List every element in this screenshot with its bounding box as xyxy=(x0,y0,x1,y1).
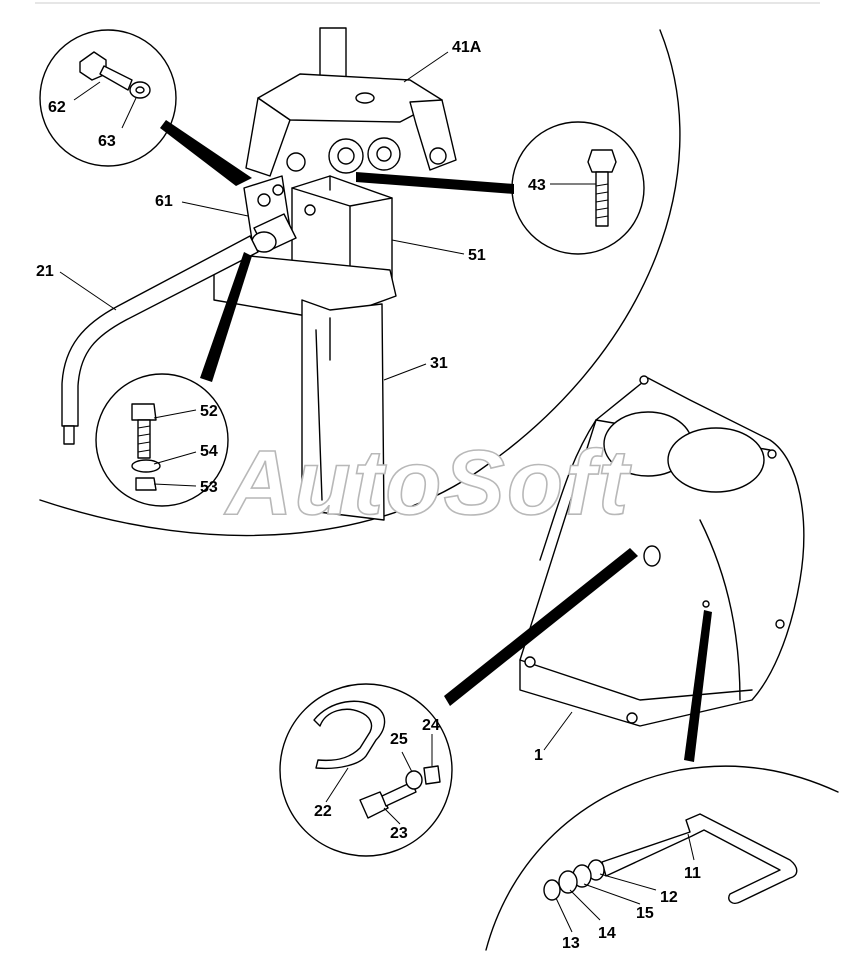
detail-u-bolt-11-15 xyxy=(485,610,839,951)
label-14: 14 xyxy=(598,925,616,942)
leader-lines xyxy=(59,51,695,933)
part-labels: 41A 62 63 43 61 51 21 31 52 54 53 1 25 2… xyxy=(36,39,701,952)
steering-column-assembly xyxy=(61,27,457,521)
detail-clamp-22-25 xyxy=(279,548,638,857)
housing-1 xyxy=(519,375,805,727)
label-11: 11 xyxy=(684,865,701,882)
label-43: 43 xyxy=(528,177,546,194)
detail-bolt-43 xyxy=(356,121,645,255)
label-15: 15 xyxy=(636,905,654,922)
label-54: 54 xyxy=(200,443,218,460)
label-62: 62 xyxy=(48,99,66,116)
detail-bolt-washer-nut-52-54-53 xyxy=(95,252,252,507)
label-13: 13 xyxy=(562,935,580,952)
label-53: 53 xyxy=(200,479,218,496)
label-1: 1 xyxy=(534,747,543,764)
label-25: 25 xyxy=(390,731,408,748)
label-52: 52 xyxy=(200,403,218,420)
watermark: AutoSoft xyxy=(224,432,632,534)
assembly-boundary-arc xyxy=(39,29,681,537)
label-23: 23 xyxy=(390,825,408,842)
label-12: 12 xyxy=(660,889,678,906)
label-63: 63 xyxy=(98,133,116,150)
label-24: 24 xyxy=(422,717,440,734)
label-51: 51 xyxy=(468,247,486,264)
detail-bolt-washer-62-63 xyxy=(39,29,252,186)
label-31: 31 xyxy=(430,355,448,372)
label-41A: 41A xyxy=(452,39,482,56)
label-22: 22 xyxy=(314,803,332,820)
label-61: 61 xyxy=(155,193,173,210)
label-21: 21 xyxy=(36,263,54,280)
